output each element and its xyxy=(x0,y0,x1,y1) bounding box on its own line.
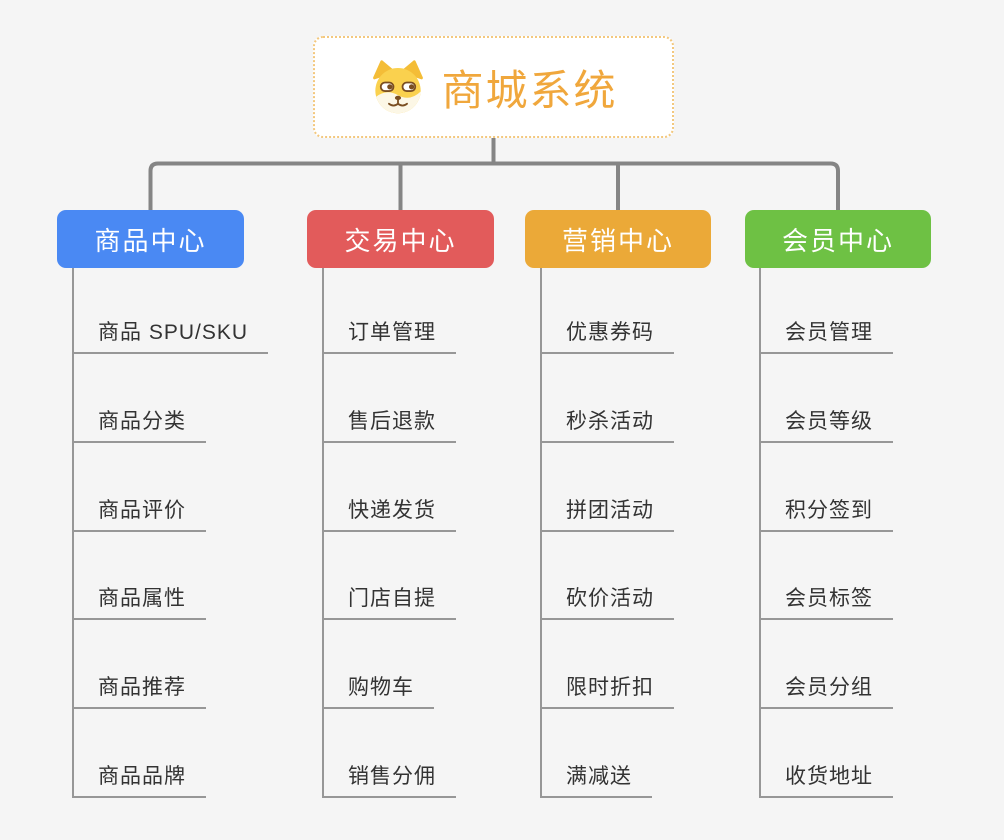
branch-label: 营销中心 xyxy=(561,225,674,256)
branch-label: 商品中心 xyxy=(94,225,207,256)
leaf-node[interactable]: 优惠券码 xyxy=(540,308,674,354)
branch-trunk-line xyxy=(759,268,761,798)
branch-label: 会员中心 xyxy=(781,225,894,256)
leaf-node[interactable]: 商品推荐 xyxy=(72,663,206,709)
leaf-node[interactable]: 购物车 xyxy=(322,663,434,709)
branch-trunk-line xyxy=(322,268,324,798)
root-title: 商城系统 xyxy=(441,66,618,114)
branch-label: 交易中心 xyxy=(344,225,457,256)
leaf-node[interactable]: 砍价活动 xyxy=(540,574,674,620)
leaf-node[interactable]: 会员分组 xyxy=(759,663,893,709)
leaf-node[interactable]: 商品分类 xyxy=(72,397,206,443)
branch-trunk-line xyxy=(72,268,74,798)
leaf-node[interactable]: 拼团活动 xyxy=(540,486,674,532)
dog-face-icon xyxy=(369,59,427,115)
leaf-node[interactable]: 商品评价 xyxy=(72,486,206,532)
branch-trunk-line xyxy=(540,268,542,798)
leaf-node[interactable]: 商品 SPU/SKU xyxy=(72,308,269,354)
leaf-node[interactable]: 快递发货 xyxy=(322,486,456,532)
leaf-node[interactable]: 会员管理 xyxy=(759,308,893,354)
branch-node-member-center[interactable]: 会员中心 xyxy=(745,210,931,268)
root-node[interactable]: 商城系统 xyxy=(313,36,674,138)
leaf-node[interactable]: 商品属性 xyxy=(72,574,206,620)
leaf-node[interactable]: 商品品牌 xyxy=(72,752,206,798)
leaf-node[interactable]: 售后退款 xyxy=(322,397,456,443)
branch-node-marketing-center[interactable]: 营销中心 xyxy=(525,210,711,268)
leaf-node[interactable]: 门店自提 xyxy=(322,574,456,620)
leaf-node[interactable]: 积分签到 xyxy=(759,486,893,532)
leaf-node[interactable]: 会员等级 xyxy=(759,397,893,443)
leaf-node[interactable]: 会员标签 xyxy=(759,574,893,620)
leaf-node[interactable]: 收货地址 xyxy=(759,752,893,798)
leaf-node[interactable]: 订单管理 xyxy=(322,308,456,354)
branch-node-trade-center[interactable]: 交易中心 xyxy=(307,210,494,268)
branch-node-product-center[interactable]: 商品中心 xyxy=(57,210,244,268)
leaf-node[interactable]: 秒杀活动 xyxy=(540,397,674,443)
leaf-node[interactable]: 满减送 xyxy=(540,752,652,798)
leaf-node[interactable]: 限时折扣 xyxy=(540,663,674,709)
leaf-node[interactable]: 销售分佣 xyxy=(322,752,456,798)
